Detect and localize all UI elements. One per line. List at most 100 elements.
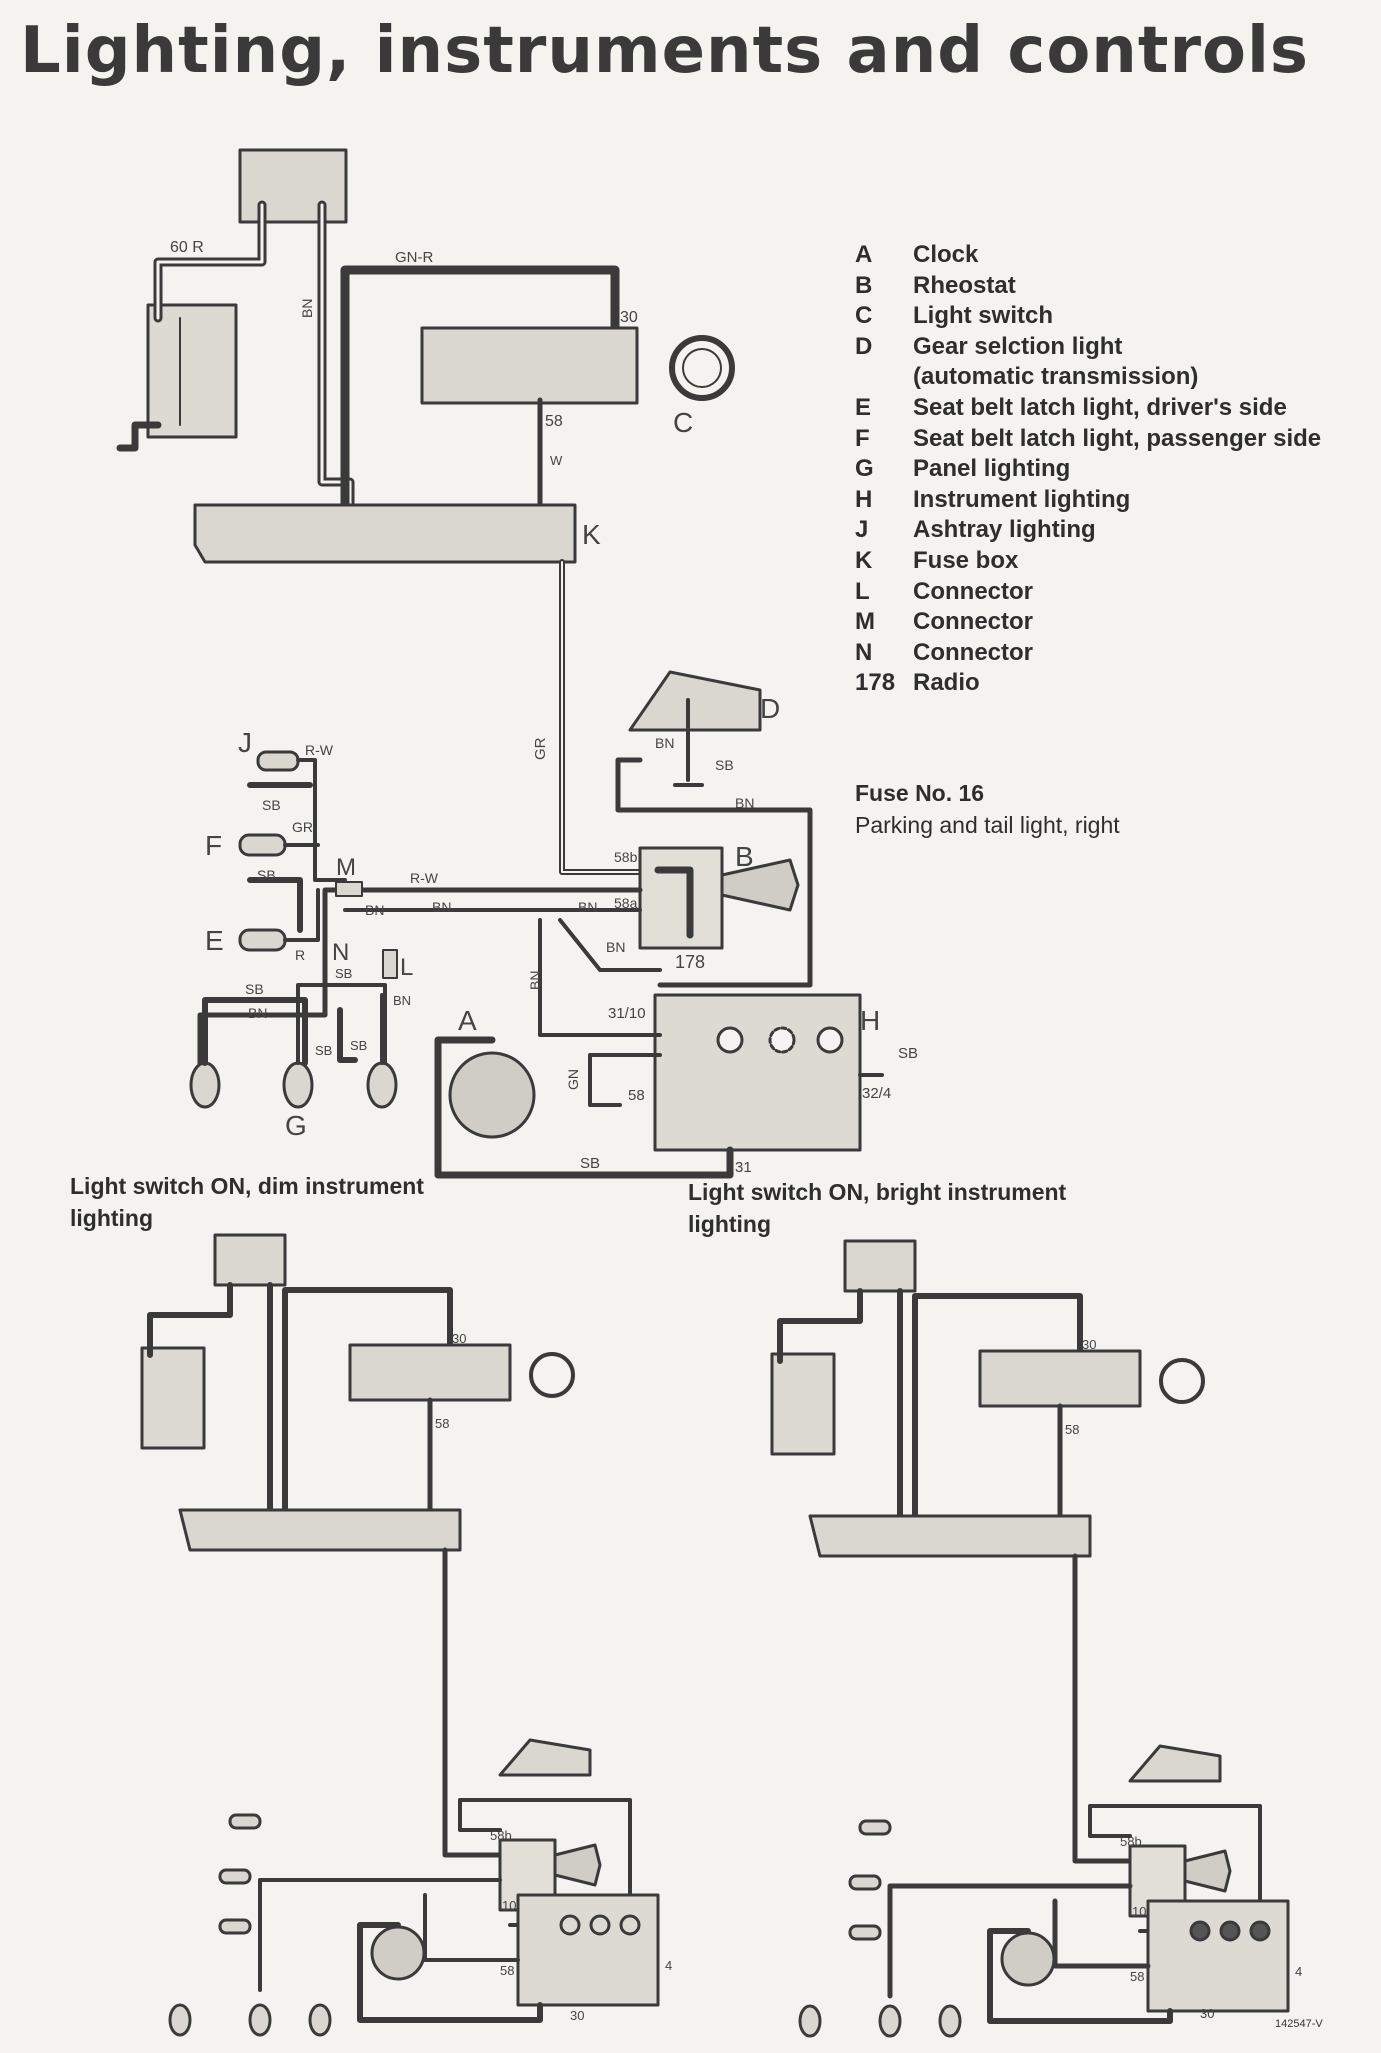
bright-label-t4: 4 xyxy=(1295,1964,1302,1979)
lamp-g-2 xyxy=(282,1061,314,1109)
legend-label: Clock xyxy=(913,241,979,268)
label-bn-g: BN xyxy=(248,1005,267,1021)
label-bn-vert: BN xyxy=(527,971,543,990)
label-t58: 58 xyxy=(545,413,563,430)
legend-label: (automatic transmission) xyxy=(913,363,1199,391)
fuse-description: Parking and tail light, right xyxy=(855,812,1120,838)
letter-e: E xyxy=(205,925,224,956)
label-t58a: 58a xyxy=(614,895,638,911)
dim-label-t58b: 58b xyxy=(490,1828,512,1843)
label-gr-f: GR xyxy=(292,819,313,835)
bright-lighting-diagram: 30 58 58b 10 58 4 30 xyxy=(770,1239,1302,2038)
label-bn-gear2: BN xyxy=(735,795,754,811)
legend-item: M Connector xyxy=(855,607,1321,638)
main-wiring-diagram: 60 R GN-R BN 30 58 W GR R-W SB GR SB R-W… xyxy=(116,148,918,1179)
legend-label: Fuse box xyxy=(913,546,1019,574)
legend-label: Connector xyxy=(913,608,1033,636)
label-sb-h: SB xyxy=(898,1045,918,1062)
legend-label: Seat belt latch light, passenger side xyxy=(913,424,1322,452)
legend-key: K xyxy=(855,546,873,574)
label-gr: GR xyxy=(532,737,549,760)
label-bn-right: BN xyxy=(578,899,597,915)
lamp-g-3 xyxy=(366,1061,398,1109)
legend-item: G Panel lighting xyxy=(855,454,1321,485)
page-title: Lighting, instruments and controls xyxy=(20,14,1309,88)
bright-label-t10: 10 xyxy=(1132,1904,1146,1919)
instrument-panel xyxy=(653,993,862,1152)
light-switch-body xyxy=(420,326,639,405)
legend-item: J Ashtray lighting xyxy=(855,515,1321,546)
bright-label-t58b: 58b xyxy=(1120,1834,1142,1849)
clock xyxy=(448,1051,536,1139)
wire-bn-gear xyxy=(615,757,813,988)
dim-label-t30: 30 xyxy=(452,1331,466,1346)
letter-b: B xyxy=(735,841,754,872)
label-t324: 32/4 xyxy=(862,1085,891,1102)
legend-key: 178 xyxy=(855,669,896,697)
lamp-e xyxy=(238,928,287,952)
lamp-j xyxy=(256,750,300,772)
letter-l: L xyxy=(400,954,413,981)
legend-key: L xyxy=(855,577,870,605)
legend-label: Light switch xyxy=(913,302,1053,330)
legend-item: (automatic transmission) xyxy=(855,362,1321,393)
letter-j: J xyxy=(238,727,252,758)
letter-n: N xyxy=(332,939,349,966)
dim-label-t4: 4 xyxy=(665,1958,672,1973)
label-sb-j: SB xyxy=(262,797,281,813)
reference-number: 142547-V xyxy=(1275,2018,1323,2030)
rheostat-body xyxy=(638,846,724,950)
legend-key: D xyxy=(855,332,873,360)
legend-label: Connector xyxy=(913,638,1033,666)
label-t58-h: 58 xyxy=(628,1087,645,1104)
legend-key: J xyxy=(855,516,869,544)
gear-selector xyxy=(628,670,762,732)
legend-label: Connector xyxy=(913,577,1033,605)
legend-key: E xyxy=(855,393,872,421)
dim-label-t30-b: 30 xyxy=(570,2008,584,2023)
legend-item: K Fuse box xyxy=(855,546,1321,577)
label-t58b: 58b xyxy=(614,849,638,865)
label-sb-clock: SB xyxy=(580,1155,600,1172)
label-sb-g: SB xyxy=(245,981,264,997)
label-bn-top: BN xyxy=(299,299,315,318)
letter-k: K xyxy=(582,519,601,550)
label-bn-l: BN xyxy=(393,993,411,1008)
switch-connector xyxy=(238,148,348,224)
letter-f: F xyxy=(205,830,222,861)
legend-label: Ashtray lighting xyxy=(913,516,1096,544)
label-gnr: GN-R xyxy=(395,249,433,266)
legend-key: F xyxy=(855,424,870,452)
legend-key: M xyxy=(855,608,875,636)
letter-g: G xyxy=(285,1110,307,1141)
label-bn-m: BN xyxy=(365,902,384,918)
legend-key: G xyxy=(855,455,874,483)
label-sb-g3: SB xyxy=(350,1038,367,1053)
bright-label-t58: 58 xyxy=(1065,1422,1079,1437)
connector-m xyxy=(335,881,363,897)
legend-label: Panel lighting xyxy=(913,455,1071,483)
dim-lighting-diagram: 30 58 58b 10 58 4 30 xyxy=(140,1233,672,2037)
caption-bright: Light switch ON, bright instrument light… xyxy=(688,1179,1067,1237)
dim-label-t58-h: 58 xyxy=(500,1963,514,1978)
caption-dim: Light switch ON, dim instrument lighting xyxy=(70,1173,424,1231)
label-sb-n: SB xyxy=(335,966,352,981)
label-sb-gear: SB xyxy=(715,757,734,773)
label-gn: GN xyxy=(565,1069,581,1090)
label-t31: 31 xyxy=(735,1159,752,1176)
legend-label: Gear selction light xyxy=(913,332,1123,360)
wire-sb-clock xyxy=(434,1036,734,1179)
battery xyxy=(146,303,238,439)
harness-main xyxy=(197,887,643,1088)
legend-item: D Gear selction light xyxy=(855,332,1321,363)
wire-gr xyxy=(559,559,643,875)
battery-ground xyxy=(116,421,162,452)
label-60r: 60 R xyxy=(170,239,204,256)
